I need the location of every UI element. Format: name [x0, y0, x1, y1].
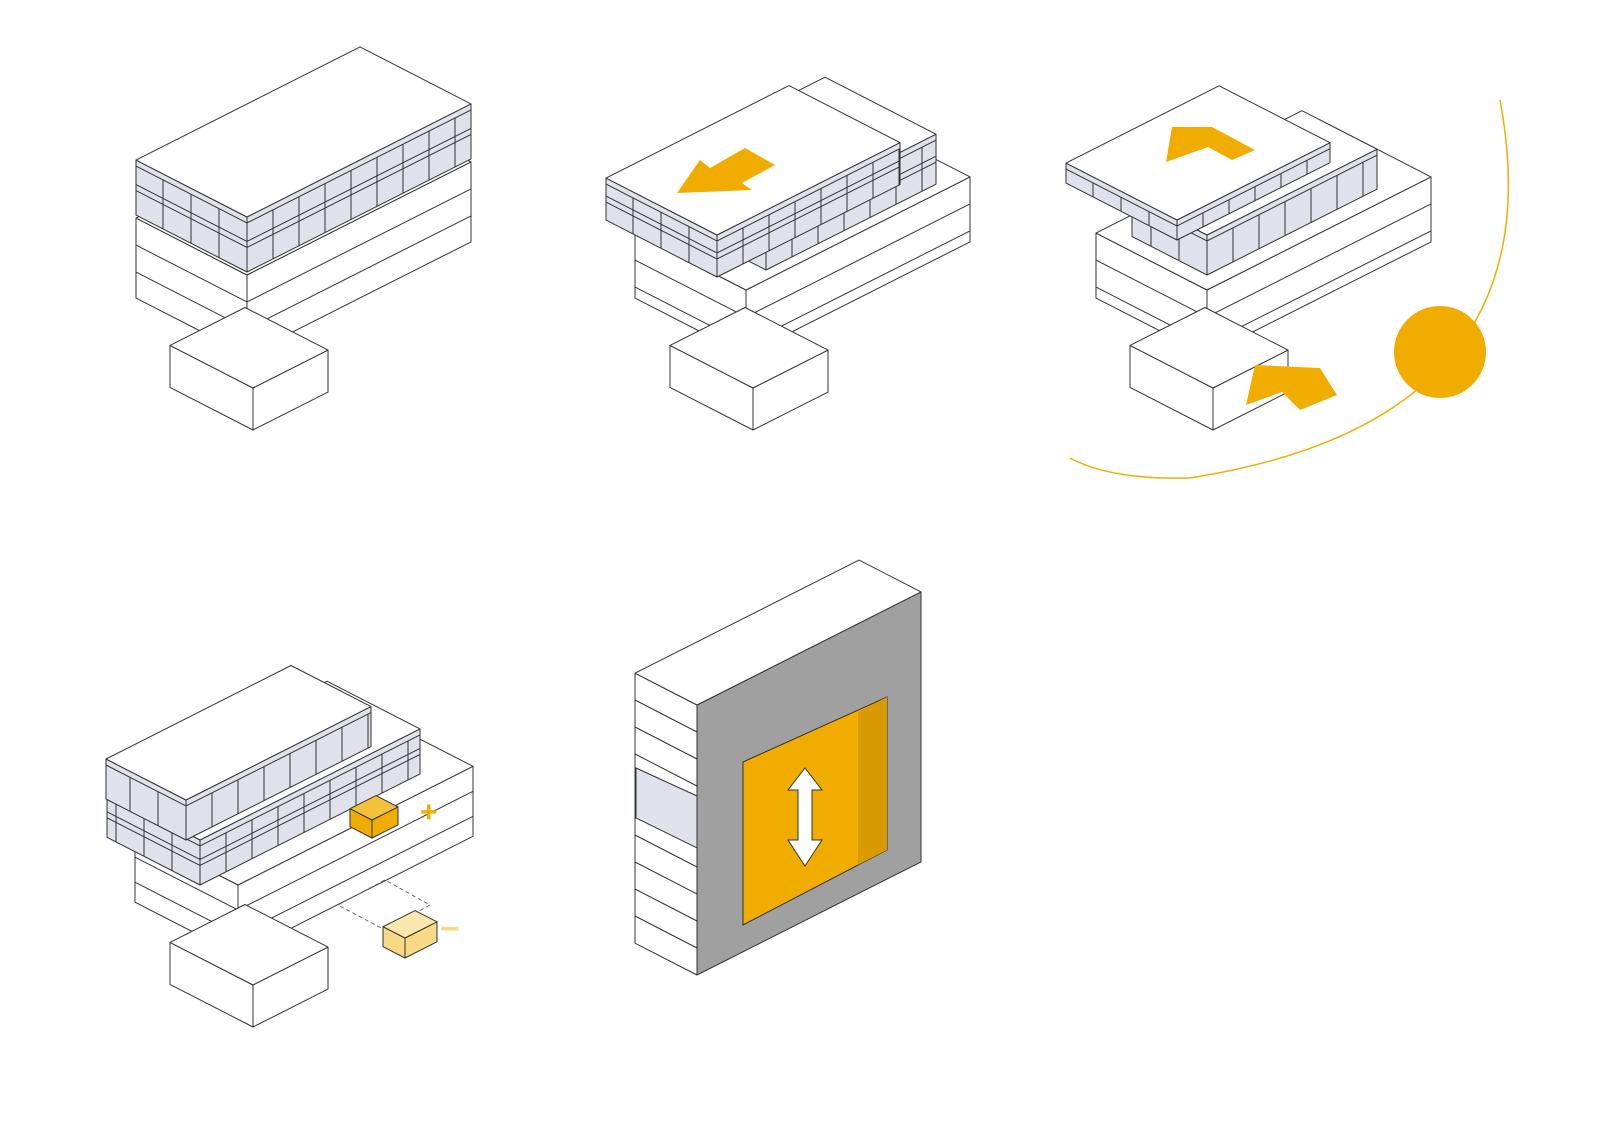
glazed-levels [635, 767, 698, 849]
diagram-5-vertical-section [634, 559, 922, 976]
box-top-face [1129, 307, 1289, 389]
floor-line [634, 753, 698, 787]
sun-path-arc [1069, 99, 1510, 479]
box-top-face [169, 307, 329, 389]
slab-line [1065, 148, 1331, 227]
floor-line [634, 834, 698, 868]
diagram-4-add-remove-volumes [105, 665, 474, 1028]
box-top-face [169, 904, 329, 986]
box-top-face [105, 665, 372, 801]
minus-label: − [440, 910, 460, 948]
arrow-left-icon [677, 148, 775, 193]
box-top-face [382, 910, 438, 939]
diagram-1-stacked-volumes [135, 46, 472, 431]
floor-line [135, 188, 472, 303]
floor-line [634, 861, 698, 895]
floor-line [634, 726, 698, 760]
slab-line [105, 712, 372, 807]
shaft-inner-wall [858, 697, 887, 865]
diagram-3-sun-orientation [1065, 85, 1510, 479]
diagram-2-shifted-slab [605, 76, 971, 431]
sun-icon [1394, 306, 1486, 398]
slab-line [106, 747, 421, 861]
floor-line [634, 888, 698, 922]
plus-label: + [420, 796, 438, 829]
slab-line [135, 127, 472, 243]
slab-line [106, 753, 421, 867]
box-top-face [1065, 85, 1331, 221]
slab-line [135, 109, 472, 224]
floor-line [634, 699, 698, 733]
slab-line [605, 166, 901, 260]
box-top-face [135, 46, 472, 218]
arrow-wind-icon [1246, 365, 1337, 410]
removed-volume-outline [337, 879, 432, 931]
floor-line [634, 915, 698, 949]
vertical-arrow-icon [786, 767, 824, 867]
box-top-face [634, 559, 922, 706]
slab-line [605, 148, 901, 242]
slab-line [135, 133, 472, 249]
slab-line [605, 160, 901, 254]
arrow-up-icon [1166, 127, 1255, 162]
box-top-face [669, 307, 829, 389]
box-top-face [349, 795, 399, 821]
